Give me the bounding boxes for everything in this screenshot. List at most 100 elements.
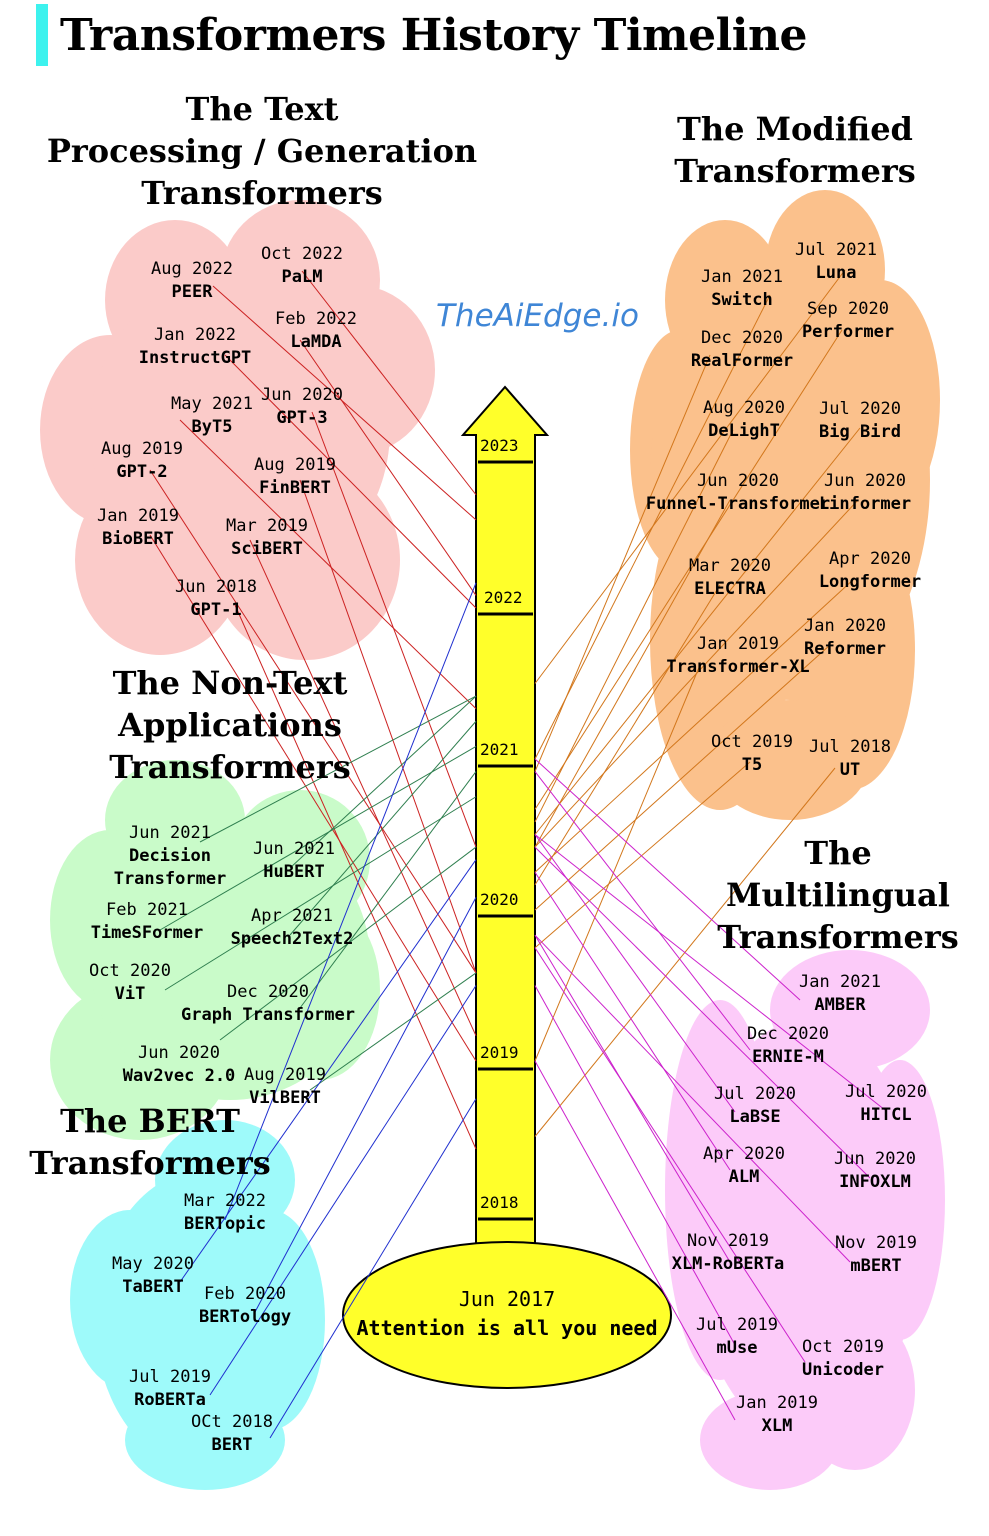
model-date: Dec 2020 bbox=[747, 1024, 829, 1044]
model-name: XLM bbox=[761, 1416, 793, 1436]
model-date: Aug 2019 bbox=[244, 1065, 326, 1085]
model-date: Jun 2020 bbox=[138, 1043, 220, 1063]
bert-cloud-1 bbox=[70, 1210, 190, 1390]
timeline-arrow bbox=[342, 385, 672, 1389]
model-date: Feb 2021 bbox=[106, 900, 188, 920]
model-name: GPT-1 bbox=[190, 600, 242, 620]
model-date: Jan 2019 bbox=[97, 506, 179, 526]
model-date: Jul 2019 bbox=[696, 1315, 778, 1335]
connector-nontext-5 bbox=[299, 771, 477, 1009]
heading-line: The bbox=[804, 834, 872, 872]
model-name: ERNIE-M bbox=[752, 1047, 824, 1067]
heading-line: Transformers bbox=[29, 1144, 271, 1182]
origin-label: Jun 2017 Attention is all you need bbox=[344, 1285, 670, 1343]
origin-date: Jun 2017 bbox=[458, 1287, 556, 1311]
model-name: ViT bbox=[114, 984, 146, 1004]
model-name: HITCL bbox=[860, 1105, 912, 1125]
model-date: Mar 2020 bbox=[689, 556, 771, 576]
model-date: Jun 2021 bbox=[129, 823, 211, 843]
model-name: Longformer bbox=[818, 572, 922, 592]
model-date: Jun 2020 bbox=[261, 385, 343, 405]
model-name: Funnel-Transformer bbox=[645, 494, 831, 514]
model-date: Jan 2020 bbox=[804, 616, 886, 636]
model-date: Oct 2019 bbox=[711, 732, 793, 752]
model-date: Mar 2022 bbox=[184, 1191, 266, 1211]
model-date: Jan 2021 bbox=[701, 267, 783, 287]
model-name: mBERT bbox=[850, 1256, 902, 1276]
model-name: Performer bbox=[801, 322, 895, 342]
model-name: InstructGPT bbox=[138, 348, 252, 368]
heading-line: Multilingual bbox=[726, 876, 950, 914]
model-date: Sep 2020 bbox=[807, 299, 889, 319]
connector-modified-10 bbox=[534, 664, 701, 1062]
model-date: Jul 2020 bbox=[819, 399, 901, 419]
model-name: BERTology bbox=[198, 1307, 292, 1327]
connector-multilingual-6 bbox=[534, 934, 731, 1263]
model-date: Jun 2021 bbox=[253, 839, 335, 859]
model-name: Decision Transformer bbox=[113, 846, 227, 889]
model-name: Big Bird bbox=[819, 422, 901, 442]
model-date: May 2020 bbox=[112, 1254, 194, 1274]
model-date: Feb 2022 bbox=[275, 309, 357, 329]
heading-line: Transformers bbox=[717, 918, 959, 956]
year-label-2018: 2018 bbox=[480, 1193, 519, 1212]
connector-modified-3 bbox=[534, 354, 711, 772]
model-name: mUse bbox=[716, 1338, 758, 1358]
model-date: Jan 2022 bbox=[154, 325, 236, 345]
model-name: BioBERT bbox=[102, 529, 174, 549]
model-date: Jun 2020 bbox=[834, 1149, 916, 1169]
model-date: Oct 2019 bbox=[802, 1337, 884, 1357]
timeline-arrow-shaft bbox=[460, 385, 550, 1256]
connector-multilingual-2 bbox=[534, 834, 736, 1113]
model-date: Oct 2020 bbox=[89, 961, 171, 981]
model-multilingual-8: Jul 2019 mUse bbox=[696, 1314, 778, 1360]
model-date: Mar 2019 bbox=[226, 516, 308, 536]
model-name: HuBERT bbox=[263, 862, 325, 882]
year-label-2022: 2022 bbox=[484, 588, 523, 607]
model-date: Apr 2020 bbox=[703, 1144, 785, 1164]
model-date: Aug 2020 bbox=[703, 398, 785, 418]
model-name: PEER bbox=[171, 282, 213, 302]
model-date: Jul 2019 bbox=[129, 1367, 211, 1387]
page-title: Transformers History Timeline bbox=[60, 10, 808, 61]
heading-line: The Modified bbox=[677, 110, 913, 148]
model-date: OCt 2018 bbox=[191, 1412, 273, 1432]
year-label-2019: 2019 bbox=[480, 1043, 519, 1062]
model-name: VilBERT bbox=[249, 1088, 321, 1108]
heading-line: The BERT bbox=[60, 1102, 240, 1140]
model-date: Nov 2019 bbox=[687, 1231, 769, 1251]
origin-name: Attention is all you need bbox=[356, 1316, 658, 1340]
heading-line: Transformers bbox=[674, 152, 916, 190]
model-name: GPT-2 bbox=[116, 462, 168, 482]
model-date: Jan 2021 bbox=[799, 972, 881, 992]
model-date: Jul 2020 bbox=[714, 1084, 796, 1104]
year-label-2020: 2020 bbox=[480, 890, 519, 909]
heading-line: Applications bbox=[118, 706, 342, 744]
model-name: RealFormer bbox=[690, 351, 794, 371]
